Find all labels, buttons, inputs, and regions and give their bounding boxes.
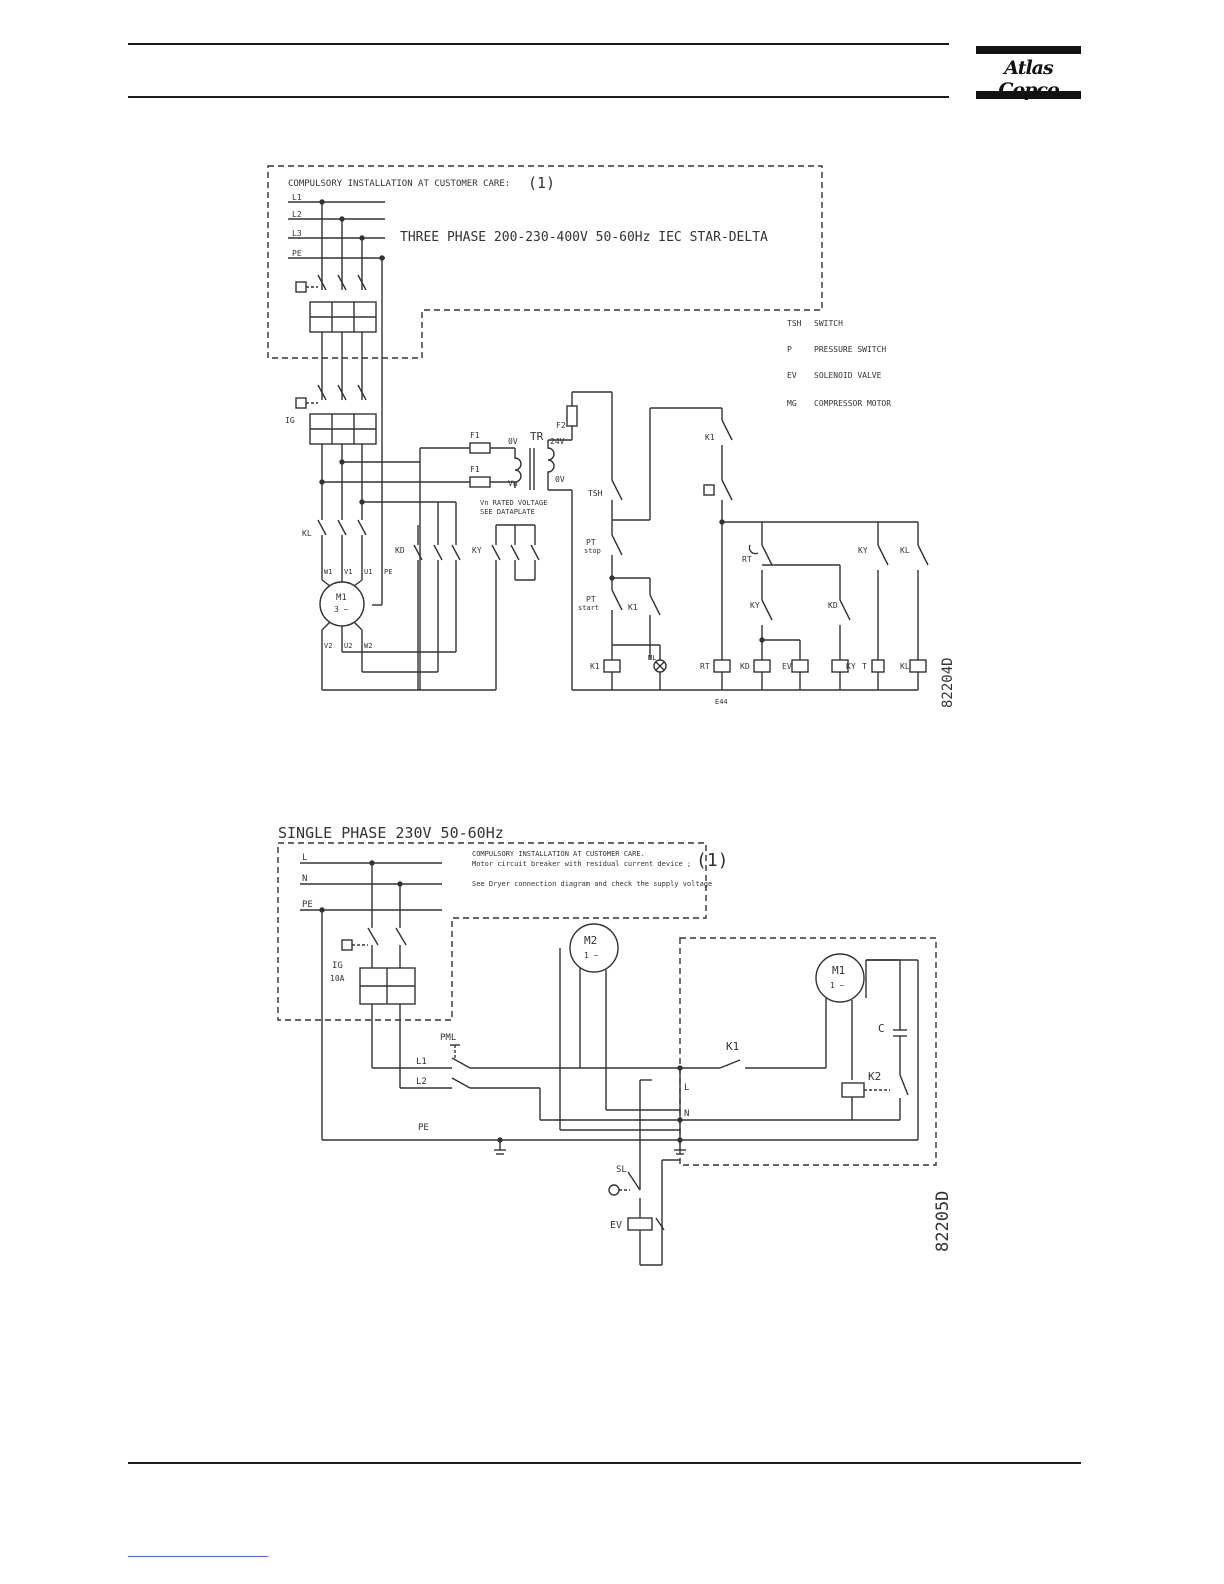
d1-label-k1-contact: K1 <box>628 603 638 612</box>
d1-label-u1: U1 <box>364 568 372 576</box>
dryer-box <box>679 937 937 1166</box>
d1-label-kd-contact: KD <box>828 601 838 610</box>
d2-label-c: C <box>878 1022 885 1035</box>
d1-legend-desc-p: PRESSURE SWITCH <box>814 345 886 354</box>
d2-compulsory-1: COMPULSORY INSTALLATION AT CUSTOMER CARE… <box>472 850 645 858</box>
d1-label-u2: U2 <box>344 642 352 650</box>
d1-label-pe: PE <box>384 568 392 576</box>
d1-label-w2: W2 <box>364 642 372 650</box>
d1-label-0v-secondary: 0V <box>555 475 565 484</box>
d1-label-f1b: F1 <box>470 465 480 474</box>
d2-label-l1: L1 <box>416 1057 427 1067</box>
d1-line-l2: L2 <box>292 210 302 219</box>
d2-label-ig: IG <box>332 961 343 971</box>
d1-vn-note-1: Vn RATED VOLTAGE <box>480 499 547 507</box>
d1-label-ig: IG <box>285 416 295 425</box>
d1-label-ky: KY <box>472 546 482 555</box>
d2-label-ig-rating: 10A <box>330 974 345 983</box>
d2-label-ev: EV <box>610 1220 622 1231</box>
d1-note-mark: (1) <box>528 174 555 192</box>
d2-label-m2: M2 <box>584 934 597 947</box>
customer-care-box-1 <box>267 165 823 359</box>
d2-label-m1-sub: 1 ~ <box>830 981 845 990</box>
d1-label-kl-coil: KL <box>900 662 910 671</box>
d2-label-pml: PML <box>440 1033 456 1043</box>
d1-label-v2: V2 <box>324 642 332 650</box>
d1-legend-code-p: P <box>787 345 792 354</box>
d1-label-ky-aux: KY <box>858 546 868 555</box>
d2-line-n: N <box>302 874 307 884</box>
d2-label-l2: L2 <box>416 1077 427 1087</box>
d1-line-l3: L3 <box>292 229 302 238</box>
d2-compulsory-2: Motor circuit breaker with residual curr… <box>472 860 691 868</box>
d1-label-ml: ML <box>648 654 656 662</box>
d2-label-k1: K1 <box>726 1040 739 1053</box>
d1-legend-desc-tsh: SWITCH <box>814 319 843 328</box>
d1-label-k1-coil: K1 <box>590 662 600 671</box>
d1-label-tsh: TSH <box>588 489 603 498</box>
d1-legend-desc-mg: COMPRESSOR MOTOR <box>814 399 891 408</box>
d1-line-pe: PE <box>292 249 302 258</box>
d2-note-mark: (1) <box>696 850 729 871</box>
d1-label-vn: Vn <box>508 479 518 488</box>
customer-care-box-2 <box>277 842 707 1021</box>
d1-legend-code-tsh: TSH <box>787 319 802 328</box>
d1-title: THREE PHASE 200-230-400V 50-60Hz IEC STA… <box>400 230 768 245</box>
d2-terminal-l: L <box>684 1083 689 1093</box>
d1-label-rt: RT <box>742 555 752 564</box>
d1-label-rt-coil: RT <box>700 662 710 671</box>
d1-label-ev: EV <box>782 662 792 671</box>
d1-label-m1-sub: 3 ~ <box>334 605 349 614</box>
d1-label-tr: TR <box>530 430 544 443</box>
d1-line-l1: L1 <box>292 193 302 202</box>
d1-label-pt-start: PT <box>586 595 596 604</box>
d1-label-kd-coil: KD <box>740 662 750 671</box>
d1-label-em: E44 <box>715 698 728 706</box>
header-rule-bottom <box>128 96 949 98</box>
d1-label-0v-primary: 0V <box>508 437 518 446</box>
d1-label-kl: KL <box>302 529 312 538</box>
d2-terminal-n: N <box>684 1109 689 1119</box>
d2-label-m1: M1 <box>832 964 845 977</box>
d1-label-v1: V1 <box>344 568 352 576</box>
d1-ref: 82204D <box>940 657 956 708</box>
d1-compulsory-note: COMPULSORY INSTALLATION AT CUSTOMER CARE… <box>288 179 510 189</box>
d2-label-m2-sub: 1 ~ <box>584 951 599 960</box>
header-rule-top <box>128 43 949 45</box>
d1-vn-note-2: SEE DATAPLATE <box>480 508 535 516</box>
d1-label-w1: W1 <box>324 568 332 576</box>
d1-label-kd: KD <box>395 546 405 555</box>
d1-legend-desc-ev: SOLENOID VALVE <box>814 371 882 380</box>
footer-rule <box>128 1462 1081 1464</box>
d1-label-24v: 24V <box>550 437 565 446</box>
d1-label-pt-stop: PT <box>586 538 596 547</box>
d2-title: SINGLE PHASE 230V 50-60Hz <box>278 824 504 842</box>
d1-label-start: start <box>578 604 599 612</box>
d1-label-f1a: F1 <box>470 431 480 440</box>
d1-label-kl-aux: KL <box>900 546 910 555</box>
d1-label-m1: M1 <box>336 593 347 603</box>
d1-label-k1-top: K1 <box>705 433 715 442</box>
d1-label-stop: stop <box>584 547 601 555</box>
d1-label-ky-coil: KY <box>846 662 856 671</box>
d1-label-t: T <box>862 662 867 671</box>
d1-legend-code-mg: MG <box>787 399 797 408</box>
d2-compulsory-3: See Dryer connection diagram and check t… <box>472 880 712 888</box>
footer-link-underline <box>128 1556 268 1557</box>
d2-label-sl: SL <box>616 1165 627 1175</box>
d2-label-pe: PE <box>418 1123 429 1133</box>
brand-logo: Atlas Copco <box>976 46 1081 101</box>
d1-label-f2: F2 <box>556 421 566 430</box>
d2-line-l: L <box>302 853 307 863</box>
d1-legend-code-ev: EV <box>787 371 797 380</box>
d2-ref: 82205D <box>933 1191 953 1252</box>
d2-label-k2: K2 <box>868 1070 881 1083</box>
d2-line-pe: PE <box>302 900 313 910</box>
d1-label-ky-contact: KY <box>750 601 760 610</box>
